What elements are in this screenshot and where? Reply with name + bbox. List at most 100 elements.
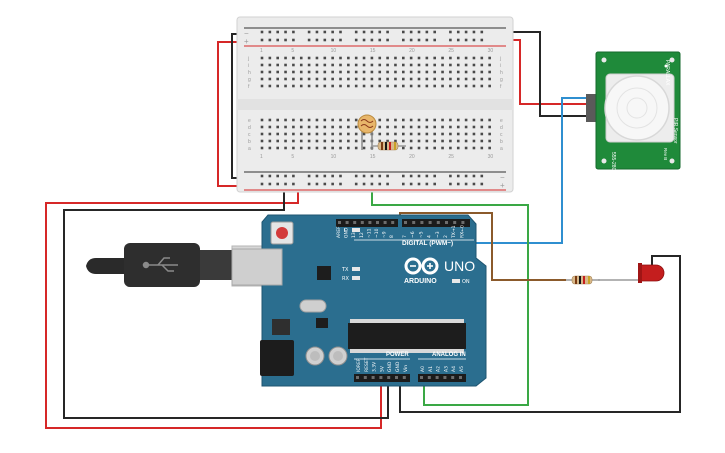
power-pin-label: IOREF xyxy=(356,358,362,372)
brand-label: ARDUINO xyxy=(404,278,437,285)
wire-green-a0 xyxy=(371,148,529,406)
row-letter: i xyxy=(248,63,249,69)
digital-pin-label: 2 xyxy=(443,235,449,238)
pir-brand: PARALLAX xyxy=(664,60,670,86)
column-number: 10 xyxy=(331,154,337,160)
column-number: 25 xyxy=(448,154,454,160)
resistor-led xyxy=(566,275,600,285)
column-number: 30 xyxy=(488,154,494,160)
header-pins xyxy=(338,221,465,379)
photoresistor xyxy=(357,114,377,150)
digital-header-left xyxy=(336,219,398,227)
column-number: 20 xyxy=(409,154,415,160)
analog-pin-label: A3 xyxy=(443,366,449,372)
digital-pin-label: ~6 xyxy=(410,231,416,238)
power-pin-label: GND xyxy=(387,361,393,372)
rail-plus-bottom: + xyxy=(500,181,505,190)
digital-pin-label: 8 xyxy=(389,235,395,238)
digital-pin-label: RX←0 xyxy=(459,225,465,238)
pir-sensor: PARALLAX PIR Sensor 555-28027 Rev B xyxy=(586,51,681,176)
pir-part: 555-28027 xyxy=(610,152,616,176)
digital-pin-label: AREF xyxy=(336,226,342,238)
rail-minus-top: − xyxy=(244,29,249,38)
rail-minus-bottom: − xyxy=(500,173,505,182)
row-letter: h xyxy=(248,70,251,76)
digital-label: DIGITAL (PWM~) xyxy=(402,240,453,247)
row-letter: f xyxy=(500,84,502,90)
column-number: 25 xyxy=(448,48,454,54)
atmega-chip xyxy=(348,323,466,349)
digital-header-right xyxy=(402,219,470,227)
digital-pin-label: GND xyxy=(344,227,350,238)
power-label: POWER xyxy=(386,352,409,358)
row-letter: g xyxy=(248,77,251,83)
digital-pin-label: 13 xyxy=(351,232,357,238)
on-label: ON xyxy=(462,279,470,285)
analog-pin-label: A0 xyxy=(420,366,426,372)
digital-pin-label: ~3 xyxy=(435,231,441,238)
red-led xyxy=(636,263,665,283)
analog-header xyxy=(418,374,466,382)
led-rx-label: RX xyxy=(342,276,349,282)
row-letter: i xyxy=(500,63,501,69)
wire-black-gnd xyxy=(63,184,389,419)
row-letter: c xyxy=(248,132,251,138)
power-pin-label: RESET xyxy=(364,357,370,372)
row-letter: g xyxy=(500,77,503,83)
column-number: 15 xyxy=(370,154,376,160)
column-number: 1 xyxy=(260,154,263,160)
pir-rev: Rev B xyxy=(663,148,668,160)
digital-pin-label: ~10 xyxy=(374,228,380,238)
row-letter: h xyxy=(500,70,503,76)
model-label: UNO xyxy=(444,258,475,274)
digital-pin-label: TX→1 xyxy=(451,225,457,239)
digital-pin-label: 7 xyxy=(402,235,408,238)
pir-name: PIR Sensor xyxy=(672,118,678,144)
digital-pin-label: 12 xyxy=(359,232,365,238)
row-letter: c xyxy=(500,132,503,138)
digital-pin-label: 4 xyxy=(427,235,433,238)
row-letter: e xyxy=(248,118,251,124)
usb-icon xyxy=(142,257,178,272)
column-number: 10 xyxy=(331,48,337,54)
wire-red-5v xyxy=(45,192,382,429)
row-letter: b xyxy=(500,139,503,145)
pir-dome xyxy=(604,75,670,141)
led-tx-label: TX xyxy=(341,267,349,273)
analog-label: ANALOG IN xyxy=(432,352,466,358)
column-number: 15 xyxy=(370,48,376,54)
row-letter: a xyxy=(500,146,503,152)
column-number: 30 xyxy=(488,48,494,54)
led-l-label: L xyxy=(344,228,347,234)
power-pin-label: 5V xyxy=(379,365,385,372)
digital-pin-label: ~11 xyxy=(366,228,372,238)
row-letter: j xyxy=(499,56,501,62)
column-number: 20 xyxy=(409,48,415,54)
row-letter: b xyxy=(248,139,251,145)
row-letter: j xyxy=(247,56,249,62)
column-number: 5 xyxy=(291,154,294,160)
power-pin-label: GND xyxy=(395,361,401,372)
rail-plus-top: + xyxy=(244,37,249,46)
arduino-logo-icon xyxy=(404,257,439,275)
power-pin-label: 3.3V xyxy=(372,361,378,372)
power-pin-label: Vin xyxy=(403,365,409,372)
digital-pin-label: ~5 xyxy=(418,231,424,238)
digital-pin-label: ~9 xyxy=(382,231,388,238)
wire-black-led xyxy=(399,255,681,413)
row-letter: a xyxy=(248,146,251,152)
row-letter: f xyxy=(248,84,250,90)
row-letter: d xyxy=(248,125,251,131)
column-number: 5 xyxy=(291,48,294,54)
row-letter: d xyxy=(500,125,503,131)
breadboard-holes xyxy=(260,30,491,186)
analog-pin-label: A5 xyxy=(459,366,465,372)
wire-black-pir xyxy=(495,31,600,117)
